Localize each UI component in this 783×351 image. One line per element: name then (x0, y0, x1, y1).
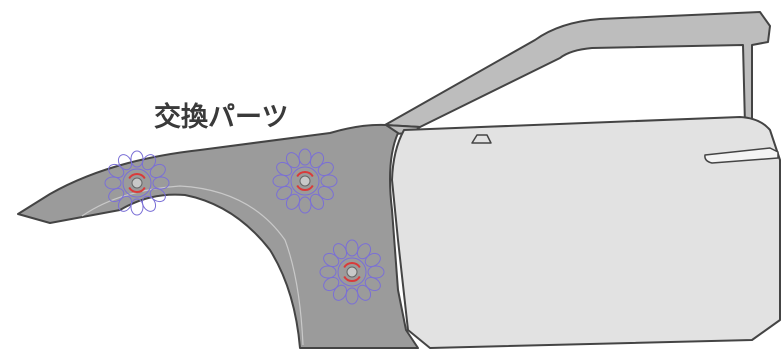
marker-fender-lower (319, 239, 385, 305)
bolt-ring-loop (108, 187, 125, 203)
door-frame (384, 11, 771, 141)
bolt-center-arc (343, 275, 361, 283)
bolt-hub (299, 175, 311, 187)
bolt-ring-loop (319, 265, 337, 279)
bolt-ring-loop (298, 196, 312, 214)
front-fender (17, 123, 419, 349)
front-door (391, 116, 781, 349)
bolt-hub (131, 177, 143, 189)
mirror-mount (471, 134, 492, 144)
bolt-ring-loop (364, 252, 381, 268)
bolt-inner-ring (290, 166, 320, 196)
bolt-hub (346, 266, 358, 278)
replacement-parts-label: 交換パーツ (154, 102, 289, 133)
marker-wheel-arch (104, 150, 170, 216)
bolt-center-arc (296, 170, 314, 178)
bolt-ring-loop (309, 193, 325, 210)
bolt-ring-loop (149, 163, 166, 179)
fender-crease (81, 185, 304, 346)
bolt-ring-loop (309, 152, 325, 169)
bolt-ring-loop (104, 176, 122, 190)
door-handle (704, 147, 779, 164)
bolt-ring-loop (356, 243, 372, 260)
bolt-ring-loop (367, 265, 385, 279)
bolt-ring-loop (276, 161, 293, 177)
bolt-ring-loop (356, 284, 372, 301)
bolt-center-arc (128, 186, 146, 194)
bolt-ring-loop (117, 195, 133, 212)
bolt-center-arc (128, 172, 146, 180)
bolt-ring-loop (332, 284, 348, 301)
bolt-ring-loop (298, 148, 312, 166)
bolt-ring-loop (345, 287, 359, 305)
bolt-inner-ring (337, 257, 367, 287)
bolt-ring-loop (320, 174, 338, 188)
marker-fender-upper (272, 148, 338, 214)
bolt-ring-loop (141, 154, 157, 171)
bolt-ring-loop (130, 198, 144, 216)
bolt-ring-loop (117, 154, 133, 171)
bolt-ring-loop (364, 276, 381, 292)
bolt-center-arc (296, 184, 314, 192)
bolt-center-arc (343, 261, 361, 269)
bolt-ring-loop (149, 187, 166, 203)
bolt-ring-loop (276, 185, 293, 201)
bolt-ring-loop (345, 239, 359, 257)
bolt-ring-loop (317, 161, 334, 177)
bolt-ring-loop (272, 174, 290, 188)
bolt-ring-loop (317, 185, 334, 201)
bolt-ring-loop (285, 152, 301, 169)
bolt-ring-loop (141, 195, 157, 212)
bolt-ring-loop (130, 150, 144, 168)
bolt-ring-loop (108, 163, 125, 179)
bolt-inner-ring (122, 168, 152, 198)
bolt-ring-loop (323, 276, 340, 292)
bolt-ring-loop (332, 243, 348, 260)
bolt-ring-loop (152, 176, 170, 190)
bolt-ring-loop (285, 193, 301, 210)
bolt-ring-loop (323, 252, 340, 268)
